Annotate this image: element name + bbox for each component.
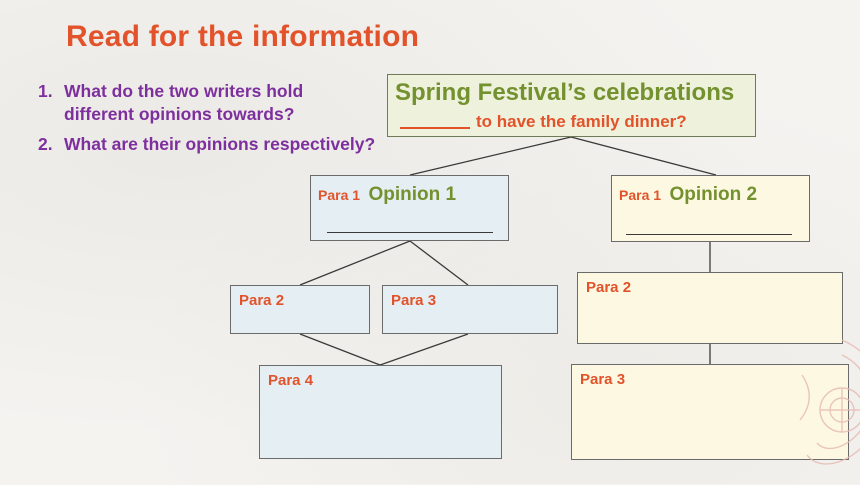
question-number: 2. <box>38 134 53 154</box>
opinion1-header: Para 1 Opinion 1 <box>318 184 456 206</box>
slide-title: Read for the information <box>66 20 420 53</box>
opinion2-label: Opinion 2 <box>669 184 758 205</box>
opinion2-para-label: Para 1 <box>619 187 662 203</box>
question-item: 2. What are their opinions respectively? <box>38 133 378 156</box>
left-para2-box: Para 2 <box>230 285 370 334</box>
right-para3-label: Para 3 <box>580 371 626 388</box>
answer-blank <box>400 111 470 129</box>
connector-line <box>379 333 469 366</box>
question-text: What are their opinions respectively? <box>64 134 376 154</box>
opinion1-label: Opinion 1 <box>368 184 457 205</box>
topic-title: Spring Festival’s celebrations <box>395 79 735 106</box>
left-para3-label: Para 3 <box>391 292 437 309</box>
connector-line <box>570 136 717 176</box>
left-para4-label: Para 4 <box>268 372 314 389</box>
connector-line <box>409 136 572 176</box>
opinion2-box: Para 1 Opinion 2 <box>611 175 810 242</box>
opinion1-answer-blank <box>327 232 493 233</box>
right-para2-box: Para 2 <box>577 272 843 344</box>
decorative-ornament-icon <box>799 339 860 465</box>
opinion2-header: Para 1 Opinion 2 <box>619 184 757 206</box>
connector-line <box>299 240 411 286</box>
left-para3-box: Para 3 <box>382 285 558 334</box>
right-para3-box: Para 3 <box>571 364 849 460</box>
left-para4-box: Para 4 <box>259 365 502 459</box>
question-list: 1. What do the two writers hold differen… <box>38 80 378 163</box>
question-text: What do the two writers hold different o… <box>64 81 304 124</box>
topic-box: Spring Festival’s celebrations to have t… <box>387 74 756 137</box>
connector-line <box>409 240 469 286</box>
topic-question: to have the family dinner? <box>400 111 687 132</box>
opinion1-para-label: Para 1 <box>318 187 361 203</box>
topic-question-text: to have the family dinner? <box>476 112 687 131</box>
opinion2-answer-blank <box>626 234 792 235</box>
opinion1-box: Para 1 Opinion 1 <box>310 175 509 241</box>
right-para2-label: Para 2 <box>586 279 632 296</box>
question-number: 1. <box>38 81 53 101</box>
connector-line <box>299 333 381 366</box>
left-para2-label: Para 2 <box>239 292 285 309</box>
question-item: 1. What do the two writers hold differen… <box>38 80 378 126</box>
